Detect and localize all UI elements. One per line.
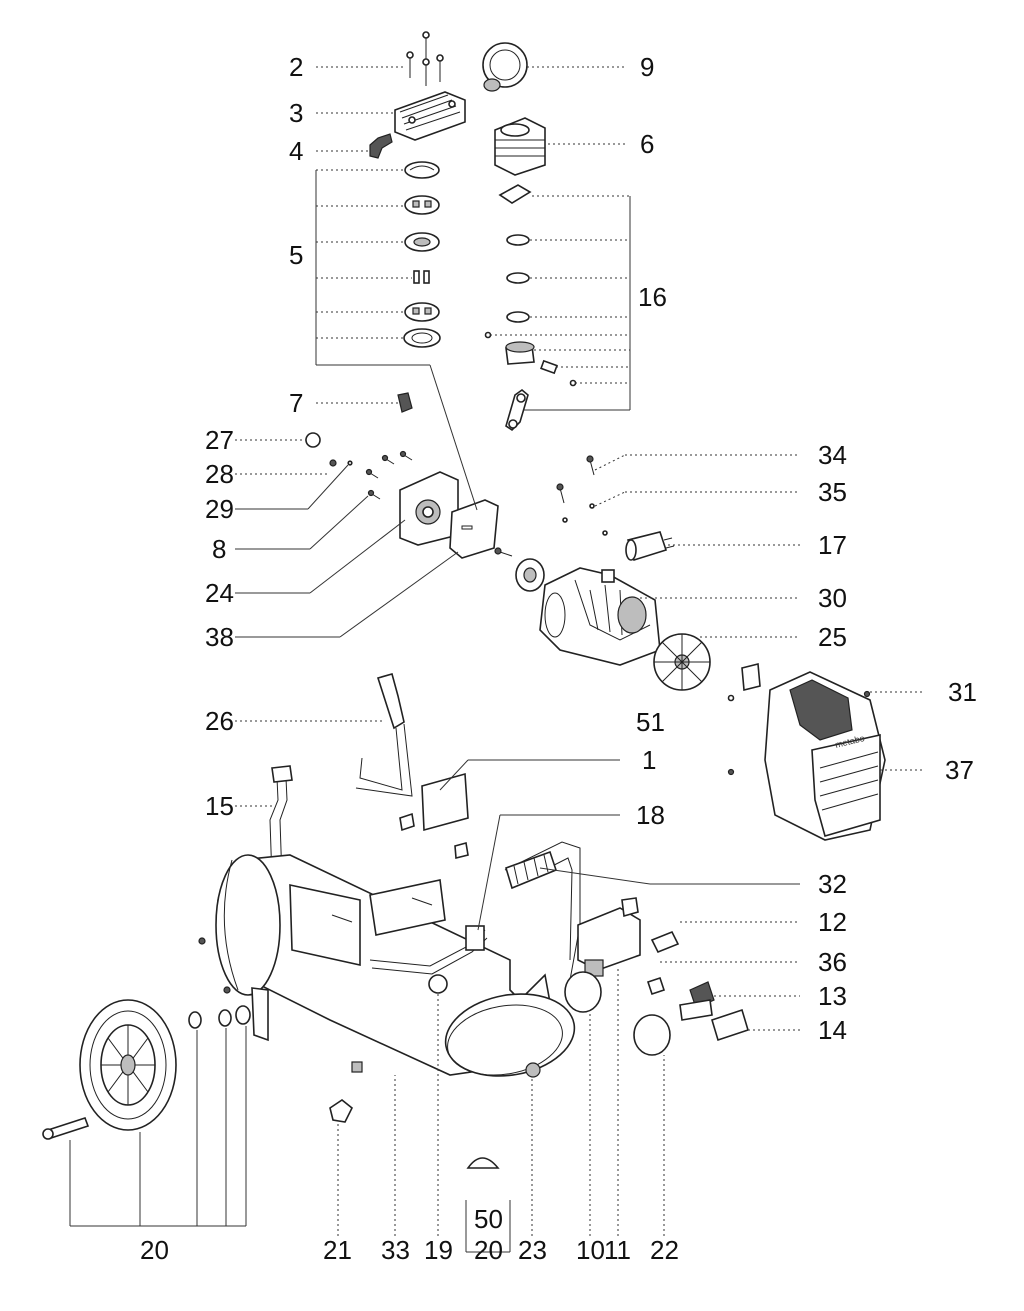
handle xyxy=(504,841,581,981)
callout-21: 21 xyxy=(323,1235,352,1265)
callout-35: 35 xyxy=(818,477,847,507)
callout-25: 25 xyxy=(818,622,847,652)
callout-12: 12 xyxy=(818,907,847,937)
callout-28: 28 xyxy=(205,459,234,489)
cylinder xyxy=(494,117,546,176)
callout-3: 3 xyxy=(289,98,303,128)
small-fasteners xyxy=(305,392,413,500)
motor-hood: metabo xyxy=(727,671,886,841)
callout-20-foot: 20 xyxy=(474,1235,503,1265)
callout-34: 34 xyxy=(818,440,847,470)
callout-6: 6 xyxy=(640,129,654,159)
callout-11: 11 xyxy=(604,1235,631,1265)
callout-36: 36 xyxy=(818,947,847,977)
callout-16: 16 xyxy=(638,282,667,312)
callout-4: 4 xyxy=(289,136,303,166)
callout-33: 33 xyxy=(381,1235,410,1265)
callout-19: 19 xyxy=(424,1235,453,1265)
crankcase-cover xyxy=(399,471,459,546)
callout-31: 31 xyxy=(948,677,977,707)
callout-23: 23 xyxy=(518,1235,547,1265)
leader-lines xyxy=(69,66,925,1253)
callout-37: 37 xyxy=(945,755,974,785)
pipe-and-fitting xyxy=(369,925,488,994)
switch-and-nut xyxy=(727,662,761,702)
drain-and-foot xyxy=(329,1061,500,1169)
callout-8: 8 xyxy=(212,534,226,564)
pressure-switch xyxy=(577,897,641,977)
callout-22: 22 xyxy=(650,1235,679,1265)
gauges-and-regulator xyxy=(564,930,749,1056)
motor xyxy=(539,567,661,666)
callout-20: 20 xyxy=(140,1235,169,1265)
elbow-fitting xyxy=(369,133,393,159)
callout-27: 27 xyxy=(205,425,234,455)
callout-5: 5 xyxy=(289,240,303,270)
callout-29: 29 xyxy=(205,494,234,524)
tank xyxy=(215,812,576,1078)
data-label xyxy=(421,772,469,832)
callout-7: 7 xyxy=(289,388,303,418)
wheel-assembly xyxy=(42,937,269,1140)
callout-9: 9 xyxy=(640,52,654,82)
callout-26: 26 xyxy=(205,706,234,736)
callout-10: 10 xyxy=(576,1235,605,1265)
callout-24: 24 xyxy=(205,578,234,608)
capacitor xyxy=(625,531,675,562)
piston-kit xyxy=(484,184,577,432)
eccentric xyxy=(515,558,545,592)
callout-38: 38 xyxy=(205,622,234,652)
head-bolts xyxy=(406,31,444,86)
cover-gasket xyxy=(449,499,499,559)
callout-2: 2 xyxy=(289,52,303,82)
callout-15: 15 xyxy=(205,791,234,821)
air-filter xyxy=(482,42,528,92)
callout-32: 32 xyxy=(818,869,847,899)
callout-18: 18 xyxy=(636,800,665,830)
power-cord xyxy=(355,673,413,797)
callout-labels: 2 3 4 5 7 27 28 29 8 24 38 26 15 9 6 16 … xyxy=(140,52,977,1265)
callout-14: 14 xyxy=(818,1015,847,1045)
cylinder-head xyxy=(394,91,466,141)
callout-13: 13 xyxy=(818,981,847,1011)
valve-plate-set xyxy=(403,161,441,348)
outlet-hose xyxy=(269,765,301,909)
callout-50: 50 xyxy=(474,1204,503,1234)
callout-51: 51 xyxy=(636,707,665,737)
callout-30: 30 xyxy=(818,583,847,613)
callout-17: 17 xyxy=(818,530,847,560)
motor-screws xyxy=(494,455,608,557)
cooling-fan xyxy=(653,633,711,691)
callout-1: 1 xyxy=(642,745,656,775)
